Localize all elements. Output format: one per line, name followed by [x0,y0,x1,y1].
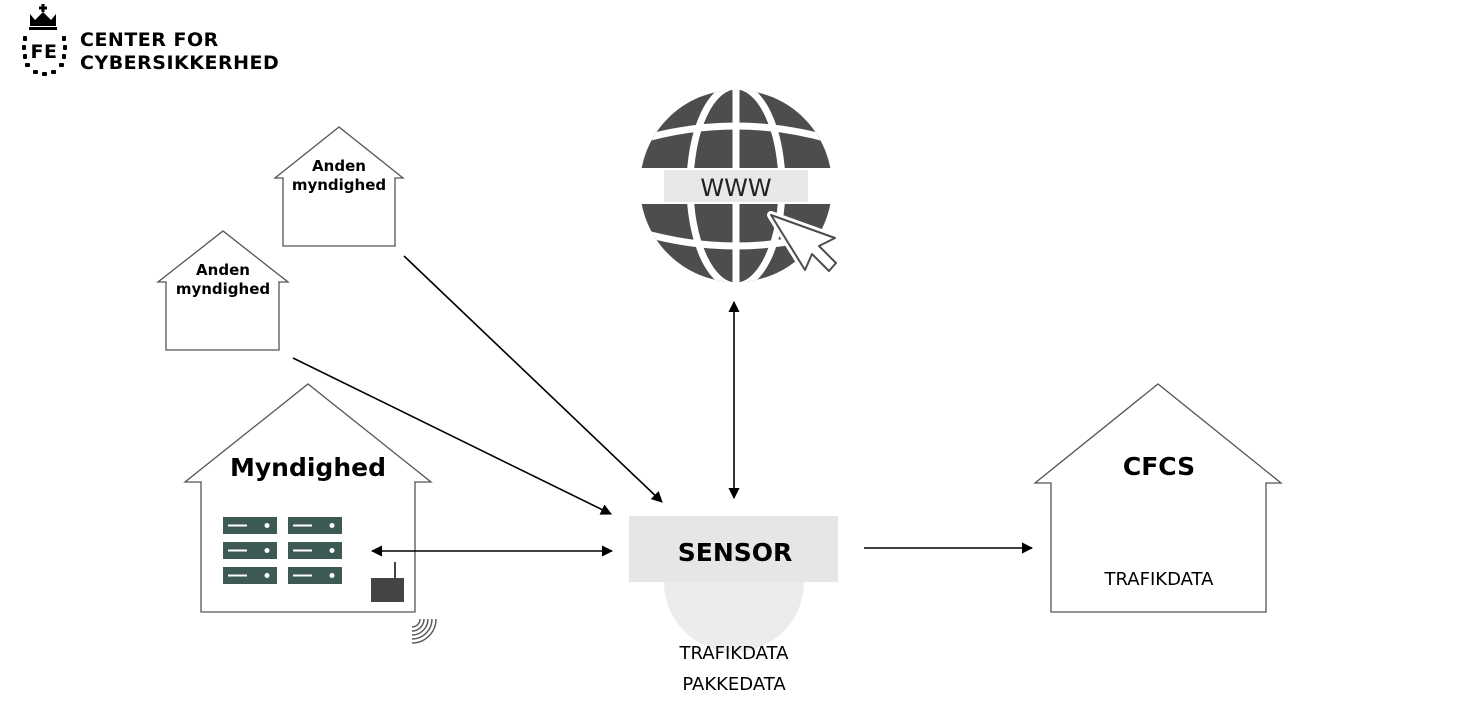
sensor-caption-packets: PAKKEDATA [682,674,786,695]
crown-icon [29,4,57,30]
house-cfcs: CFCS TRAFIKDATA [1033,383,1283,613]
logo: FE CENTER FOR CYBERSIKKERHED [22,4,279,76]
globe-icon: WWW [636,90,840,282]
router-icon [371,562,404,602]
sensor-caption-traffic: TRAFIKDATA [679,643,790,664]
logo-mark: FE [31,41,58,63]
house-other-authority-left: Anden myndighed [156,230,290,351]
house-label-line-2: myndighed [292,176,386,194]
www-label: WWW [700,174,771,202]
house-title: CFCS [1123,452,1195,481]
sensor-dome [664,582,804,652]
logo-line-2: CYBERSIKKERHED [80,52,279,74]
server-column-right [288,517,342,584]
arrow-other-authority-left-to-sensor [292,357,613,515]
sensor-box [629,516,838,582]
server-column-left [223,517,277,584]
house-subtitle: TRAFIKDATA [1104,569,1215,590]
house-label-line-2: myndighed [176,280,270,298]
cursor-arrow-icon [767,211,840,275]
wifi-signal-icon [411,618,437,644]
house-label-line-1: Anden [196,261,250,279]
house-authority: Myndighed [183,383,437,644]
house-title: Myndighed [230,453,386,482]
sensor: SENSOR TRAFIKDATA PAKKEDATA [629,516,838,695]
logo-line-1: CENTER FOR [80,29,219,51]
arrow-other-authority-top-to-sensor [403,255,663,503]
server-rack-icon [223,517,342,584]
house-other-authority-top: Anden myndighed [273,126,405,247]
connections [292,255,1034,557]
house-label-line-1: Anden [312,157,366,175]
sensor-label: SENSOR [678,538,793,567]
logo-ring [22,36,67,76]
